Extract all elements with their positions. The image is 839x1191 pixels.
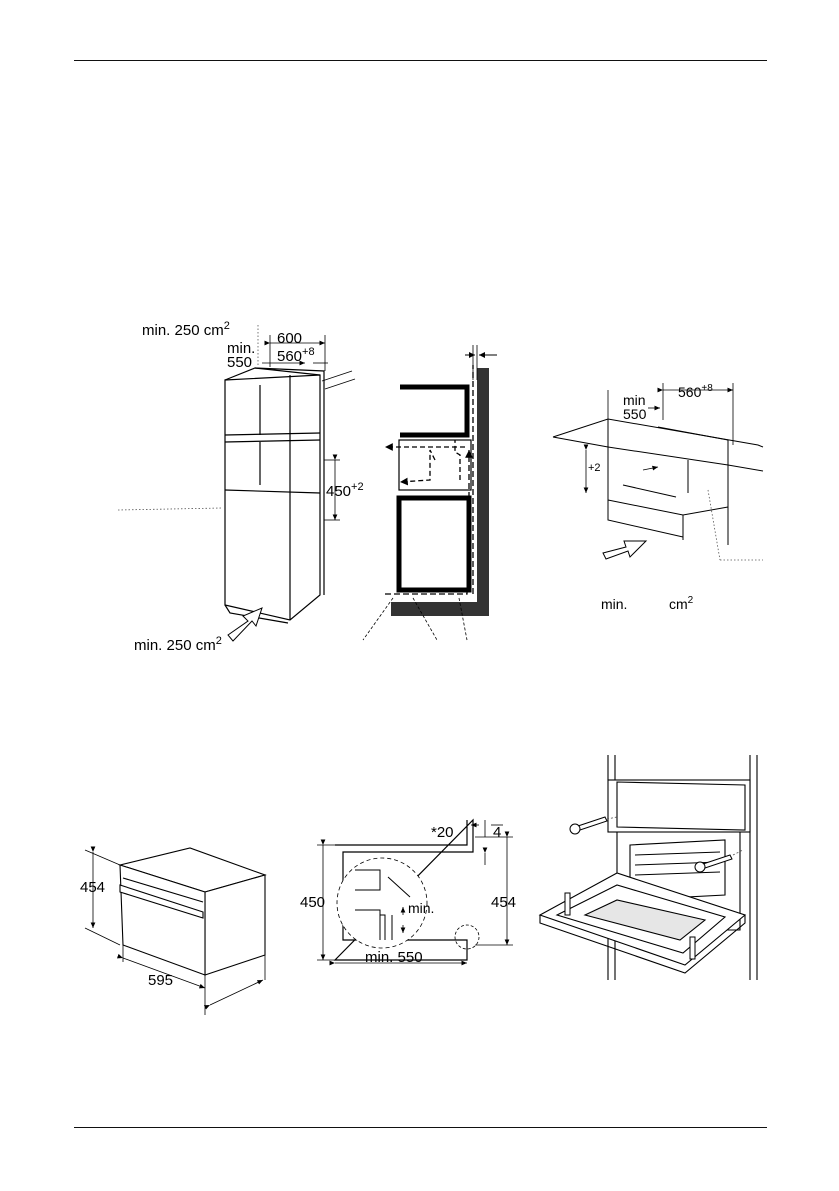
- mounting-figure: [538, 755, 758, 980]
- plus2-label: +2: [588, 462, 601, 474]
- vent-bottom-label: min. 250 cm2: [134, 635, 222, 654]
- min-label-a: min: [623, 392, 646, 408]
- undercounter-figure: min 550 560+8 +2 min. cm2: [552, 383, 764, 612]
- width-560-label: 560+8: [678, 383, 713, 400]
- upper-cabinet: [400, 384, 470, 438]
- cabinet-outline: [224, 367, 325, 624]
- width-600-label: 600: [277, 330, 302, 347]
- oven-body: [396, 495, 472, 593]
- height-454-label: 454: [491, 894, 516, 911]
- cabinet-side-left: [607, 755, 616, 780]
- screw-icon-2: [694, 854, 733, 873]
- min-550-label-b: 550: [227, 354, 252, 371]
- microwave-body: [398, 439, 472, 491]
- top-rule: [74, 60, 767, 61]
- gap-4-label: 4: [493, 824, 501, 841]
- vent-arrow-icon: [602, 540, 648, 560]
- height-450-label: 450+2: [326, 481, 364, 500]
- vent-arrow-icon: [227, 607, 263, 642]
- detail-min-label: min.: [408, 900, 434, 916]
- vent-cm-label: cm2: [669, 595, 694, 612]
- leader-line: [117, 507, 223, 511]
- vent-top-label: min. 250 cm2: [142, 320, 230, 339]
- gap-20-label: *20: [431, 824, 454, 841]
- floor: [391, 602, 489, 616]
- vent-min-label: min.: [601, 596, 627, 612]
- detail-circle: [336, 857, 428, 949]
- wall: [477, 368, 489, 616]
- airflow-path: [385, 365, 474, 595]
- height-454-label: 454: [80, 879, 105, 896]
- height-450-label: 450: [300, 894, 325, 911]
- tall-cabinet-figure: min. 250 cm2 600 min. 550 560+8 450+2 mi…: [117, 320, 364, 654]
- cabinet-side-right: [749, 755, 758, 980]
- width-595-label: 595: [148, 972, 173, 989]
- niche-section-figure: *20 4 450 454 min. 550 min.: [300, 818, 516, 966]
- bottom-rule: [74, 1127, 767, 1128]
- depth-min-550-label: min. 550: [365, 949, 423, 966]
- screw-icon: [569, 816, 608, 835]
- appliance-dimensions-figure: 454 595: [80, 846, 267, 1015]
- airflow-section-figure: [362, 345, 497, 641]
- width-560-label: 560+8: [277, 346, 315, 365]
- min-label-b: 550: [623, 406, 647, 422]
- door-handle: [119, 884, 204, 919]
- min-550-label-a: min.: [227, 340, 255, 357]
- control-panel: [607, 779, 751, 833]
